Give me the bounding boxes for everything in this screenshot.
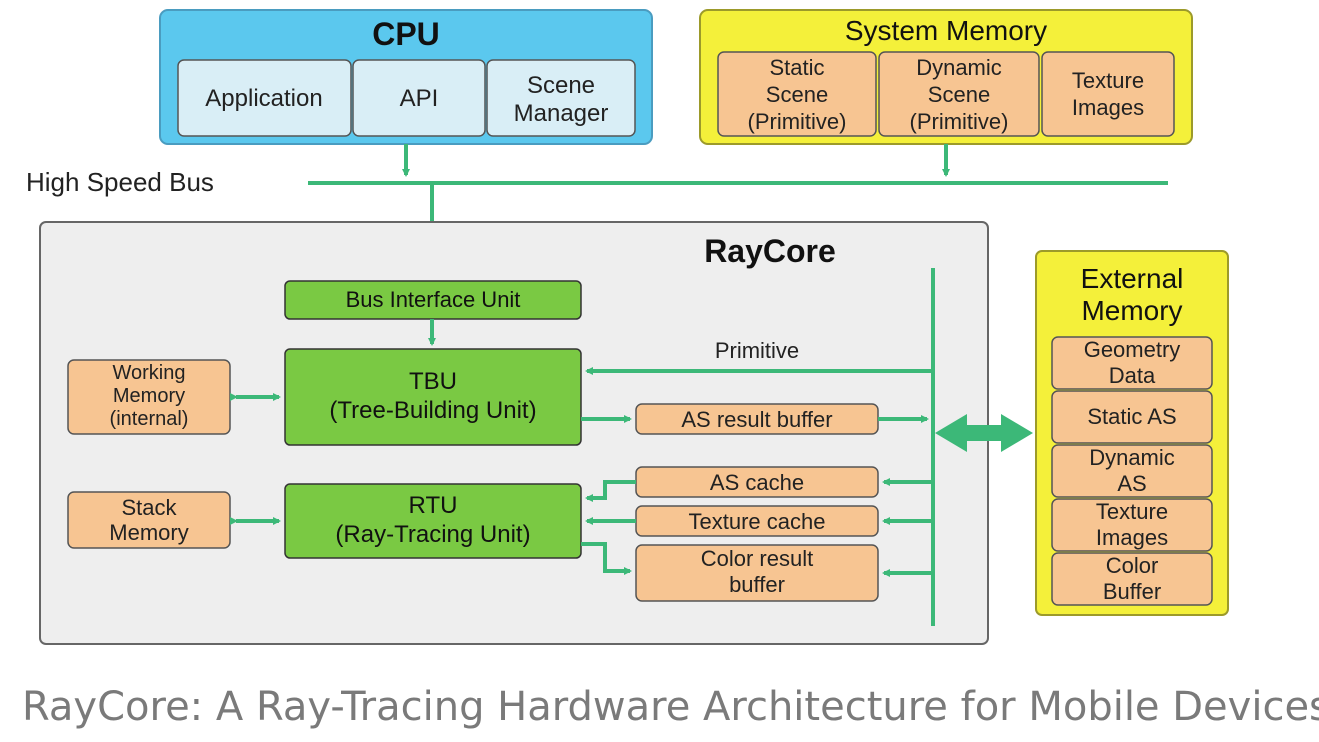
system-memory-dynamic-scene: Dynamic Scene (Primitive) — [878, 51, 1040, 137]
cpu-item-api-label: API — [400, 85, 439, 112]
working-memory-line1: Working — [113, 362, 186, 384]
cpu-item-scene-manager-line1: Scene — [527, 72, 595, 99]
tbu-block: TBU (Tree-Building Unit) — [284, 348, 582, 446]
rtu-subtitle: (Ray-Tracing Unit) — [335, 521, 530, 548]
as-cache: AS cache — [635, 466, 879, 498]
as-cache-label: AS cache — [710, 470, 804, 495]
cpu-item-scene-manager: Scene Manager — [486, 59, 636, 137]
high-speed-bus: High Speed Bus — [26, 144, 1168, 278]
external-memory-title-line1: External — [1081, 263, 1184, 294]
stack-memory-line2: Memory — [109, 520, 188, 545]
system-memory-title: System Memory — [845, 15, 1047, 46]
bus-interface-unit-label: Bus Interface Unit — [346, 287, 521, 312]
dynamic-as-line2: AS — [1117, 471, 1146, 496]
working-memory-block: Working Memory (internal) — [67, 359, 231, 435]
bus-label: High Speed Bus — [26, 167, 214, 197]
primitive-label: Primitive — [715, 338, 799, 363]
cpu-title: CPU — [372, 16, 440, 52]
external-color-buffer: Color Buffer — [1051, 552, 1213, 606]
ext-texture-line1: Texture — [1096, 499, 1168, 524]
color-buffer-line2: Buffer — [1103, 579, 1161, 604]
raycore-title: RayCore — [704, 233, 836, 269]
cpu-item-scene-manager-line2: Manager — [514, 100, 609, 127]
sysmem-texture-line2: Images — [1072, 95, 1144, 120]
working-memory-line3: (internal) — [110, 408, 189, 430]
tbu-title: TBU — [409, 368, 457, 395]
cpu-item-application-label: Application — [205, 85, 322, 112]
working-memory-line2: Memory — [113, 385, 185, 407]
static-scene-line3: (Primitive) — [748, 109, 847, 134]
external-dynamic-as: Dynamic AS — [1051, 444, 1213, 498]
as-result-buffer-label: AS result buffer — [681, 407, 832, 432]
stack-memory-line1: Stack — [121, 495, 177, 520]
raycore-block: RayCore Bus Interface Unit TBU (Tree-Bui… — [39, 221, 989, 645]
stack-memory-block: Stack Memory — [67, 491, 231, 549]
cpu-item-application: Application — [177, 59, 352, 137]
geometry-data-line1: Geometry — [1084, 337, 1181, 362]
sysmem-texture-line1: Texture — [1072, 68, 1144, 93]
tbu-subtitle: (Tree-Building Unit) — [329, 397, 536, 424]
system-memory-texture-images: Texture Images — [1041, 51, 1175, 137]
color-buffer-line1: Color — [1106, 553, 1159, 578]
texture-cache-label: Texture cache — [689, 509, 826, 534]
external-memory-title-line2: Memory — [1081, 295, 1182, 326]
cpu-block: CPU Application API Scene Manager — [159, 9, 653, 145]
geometry-data-line2: Data — [1109, 363, 1156, 388]
bus-interface-unit: Bus Interface Unit — [284, 280, 582, 320]
as-result-buffer: AS result buffer — [635, 403, 879, 435]
ext-texture-line2: Images — [1096, 525, 1168, 550]
rtu-title: RTU — [409, 492, 458, 519]
texture-cache: Texture cache — [635, 505, 879, 537]
color-result-buffer-line2: buffer — [729, 572, 785, 597]
dynamic-scene-line3: (Primitive) — [910, 109, 1009, 134]
rtu-block: RTU (Ray-Tracing Unit) — [284, 483, 582, 559]
dynamic-scene-line1: Dynamic — [916, 55, 1002, 80]
figure-caption: RayCore: A Ray-Tracing Hardware Architec… — [22, 684, 1319, 730]
dynamic-scene-line2: Scene — [928, 82, 990, 107]
color-result-buffer-line1: Color result — [701, 546, 813, 571]
external-texture-images: Texture Images — [1051, 498, 1213, 552]
static-scene-line1: Static — [769, 55, 824, 80]
raycore-external-memory-link — [935, 414, 1033, 452]
system-memory-static-scene: Static Scene (Primitive) — [717, 51, 877, 137]
cpu-item-api: API — [352, 59, 486, 137]
color-result-buffer: Color result buffer — [635, 544, 879, 602]
static-scene-line2: Scene — [766, 82, 828, 107]
static-as-label: Static AS — [1087, 404, 1176, 429]
dynamic-as-line1: Dynamic — [1089, 445, 1175, 470]
external-geometry-data: Geometry Data — [1051, 336, 1213, 390]
external-static-as: Static AS — [1051, 390, 1213, 444]
external-memory-block: External Memory Geometry Data Static AS … — [1035, 250, 1229, 616]
system-memory-block: System Memory Static Scene (Primitive) D… — [699, 9, 1193, 145]
